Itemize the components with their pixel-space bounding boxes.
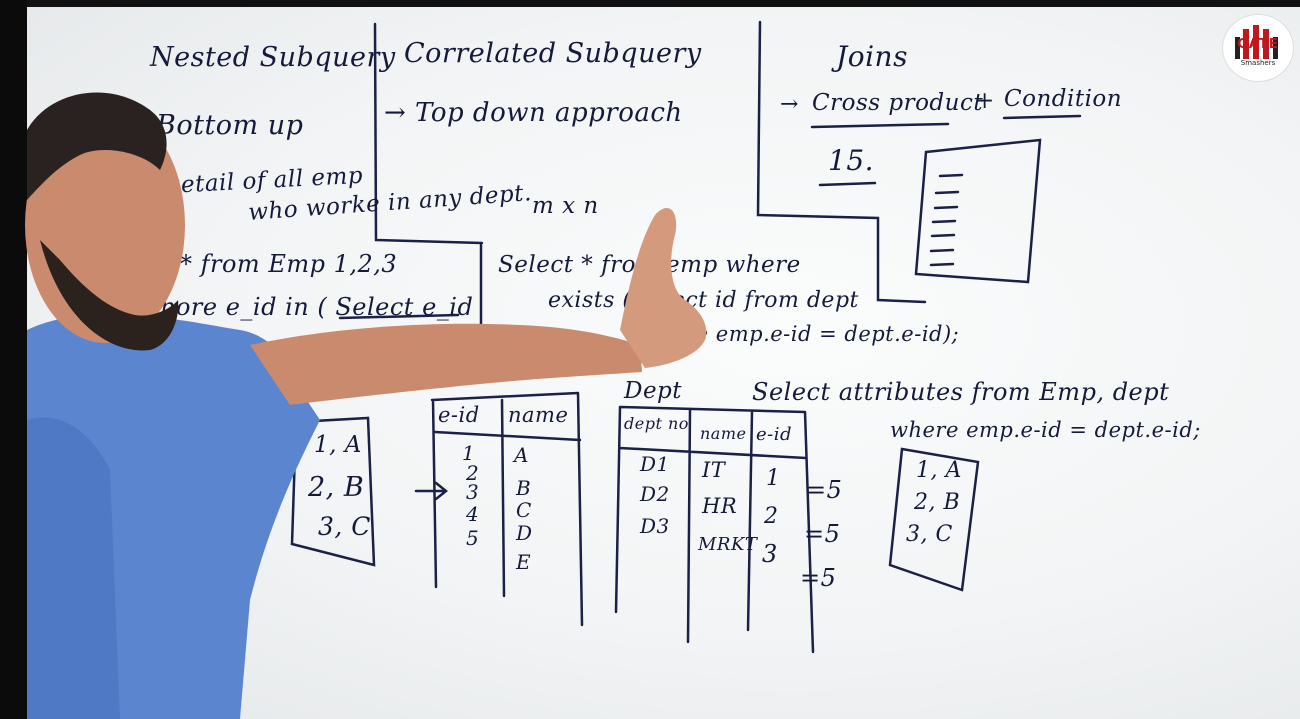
dept-eid-cell: 2: [764, 504, 779, 529]
emp-table-name: E: [516, 550, 532, 574]
emp-table-id: 4: [466, 502, 480, 526]
count-cell: =5: [800, 564, 837, 592]
bottom-up-label: Bottom up: [156, 110, 304, 141]
dept-eid-cell: 3: [762, 540, 778, 568]
result-cell: 1, A: [916, 458, 962, 483]
top-down-label: → Top down approach: [384, 98, 683, 128]
emp-table-id: 1: [462, 441, 476, 465]
emp-table-header: e-id: [438, 403, 480, 427]
plus-sign: +: [975, 88, 995, 114]
top-edge: [0, 0, 1300, 7]
dept-table-header: dept no: [624, 414, 689, 433]
logo-subtext: Smashers: [1240, 59, 1276, 67]
left-edge: [0, 0, 27, 719]
emp-cell: 3, C: [318, 512, 371, 541]
presenter-beard: [40, 240, 179, 351]
condition-label: Condition: [1004, 86, 1123, 112]
emp-table-id: 5: [466, 526, 480, 550]
presenter-hair: [27, 92, 167, 200]
dept-name-cell: HR: [702, 494, 738, 518]
emp-table-name: C: [516, 498, 532, 522]
joins-arrow: →: [780, 92, 799, 117]
nested-subquery-heading: Nested Subquery: [150, 42, 396, 73]
dept-eid-cell: 1: [766, 466, 781, 491]
join-query-line-2: where emp.e-id = dept.e-id;: [890, 418, 1201, 442]
count-cell: =5: [804, 520, 841, 548]
count-cell: =5: [806, 476, 843, 504]
dept-name-cell: MRKT: [698, 534, 758, 555]
mxn-label: m x n: [532, 193, 599, 219]
dept-table-header: name: [700, 424, 747, 443]
result-cell: 3, C: [906, 522, 953, 547]
joins-heading: Joins: [836, 40, 908, 73]
emp-table-id: 3: [466, 480, 480, 504]
emp-table-name: A: [514, 443, 529, 467]
dept-table-title: Dept: [624, 378, 683, 404]
presenter-hand: [620, 207, 707, 368]
emp-cell: 1, A: [314, 432, 362, 458]
join-query-line-1: Select attributes from Emp, dept: [752, 378, 1170, 406]
correlated-query-line-2: exists ( select id from dept: [548, 288, 859, 313]
logo-word: GATE: [1237, 37, 1279, 52]
correlated-subquery-heading: Correlated Subquery: [404, 38, 702, 69]
dept-name-cell: IT: [702, 458, 726, 482]
nested-query-line-2: nore e_id in ( Select e_id: [160, 293, 474, 321]
dept-no-cell: D3: [640, 514, 670, 538]
logo-bars-icon: [1235, 25, 1278, 59]
row-count: 15.: [828, 144, 875, 177]
nested-query-line-1: * from Emp 1,2,3: [180, 250, 398, 278]
emp-table-header: name: [508, 403, 569, 427]
dept-no-cell: D2: [640, 482, 670, 506]
emp-table-id: 2: [466, 461, 480, 485]
dept-no-cell: D1: [640, 452, 670, 476]
gate-smashers-logo: GATE Smashers: [1222, 14, 1294, 82]
cross-product-label: Cross product: [812, 90, 984, 116]
correlated-query-line-3: ore emp.e-id = dept.e-id);: [672, 322, 960, 346]
emp-cell: 2, B: [308, 472, 365, 503]
dept-table-header: e-id: [756, 424, 793, 445]
emp-table-name: D: [516, 521, 533, 545]
result-cell: 2, B: [914, 490, 961, 515]
presenter-arm: [250, 323, 642, 405]
emp-table-name: B: [516, 476, 532, 500]
